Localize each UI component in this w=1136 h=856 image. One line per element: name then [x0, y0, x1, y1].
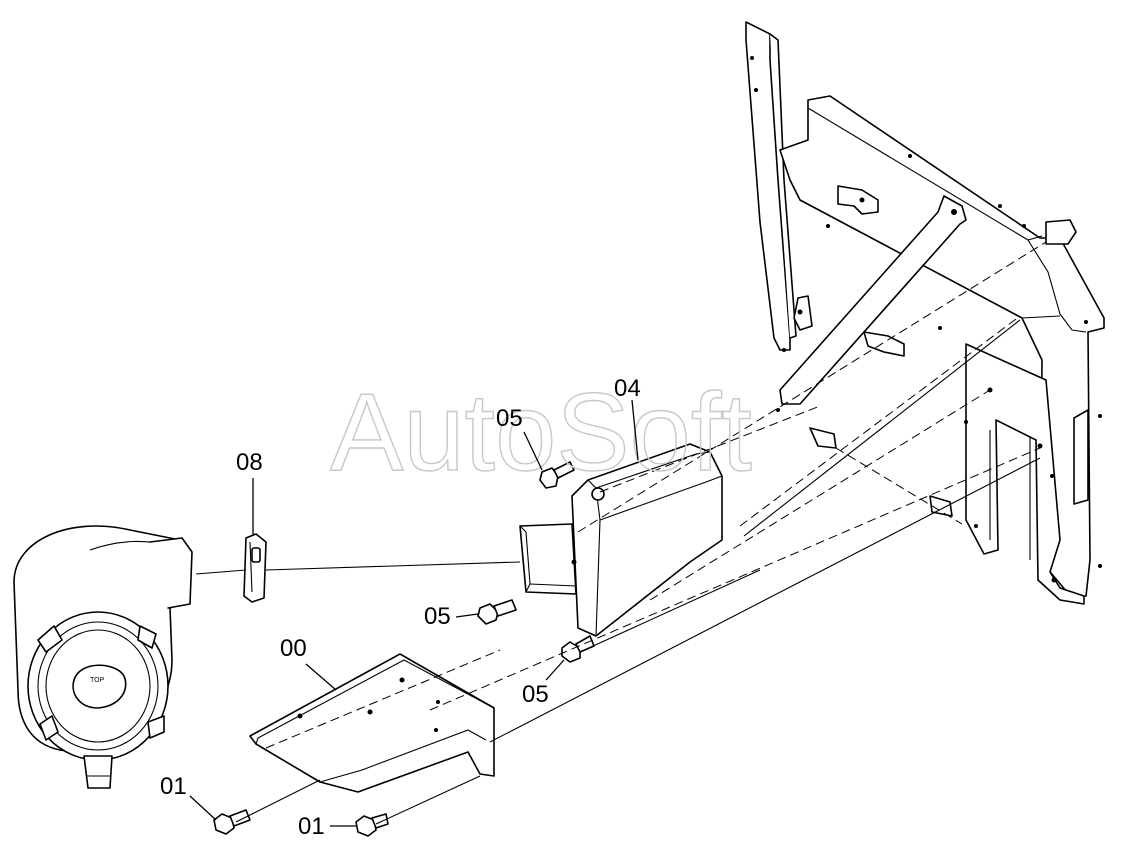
svg-text:05: 05	[496, 405, 523, 432]
bolt-05-mid	[477, 599, 517, 625]
svg-text:01: 01	[298, 813, 325, 840]
callout-00: 00	[280, 635, 337, 691]
svg-text:04: 04	[614, 375, 641, 402]
bolt-01-right	[355, 813, 389, 837]
svg-text:00: 00	[280, 635, 307, 662]
callout-01-right: 01	[298, 813, 356, 840]
watermark-text: AutoSoft	[330, 371, 752, 494]
callout-01-left: 01	[160, 773, 217, 821]
callout-05-mid: 05	[424, 603, 479, 630]
air-cleaner: TOP	[13, 525, 193, 789]
svg-text:05: 05	[424, 603, 451, 630]
svg-text:08: 08	[236, 449, 263, 476]
mounting-frame	[745, 21, 1105, 605]
base-plate	[249, 653, 495, 793]
svg-text:05: 05	[522, 681, 549, 708]
callout-04: 04	[614, 375, 641, 461]
callout-05-top: 05	[496, 405, 543, 471]
filter-cap-text: TOP	[90, 677, 105, 684]
callout-08: 08	[236, 449, 263, 536]
air-duct	[519, 443, 723, 637]
bolt-05-low	[561, 635, 595, 663]
bolt-01-left	[213, 809, 251, 835]
hose-clamp	[243, 533, 267, 603]
svg-text:01: 01	[160, 773, 187, 800]
callout-05-low: 05	[522, 659, 565, 708]
bolt-05-top	[539, 461, 575, 489]
assembly-lines	[195, 241, 1047, 825]
